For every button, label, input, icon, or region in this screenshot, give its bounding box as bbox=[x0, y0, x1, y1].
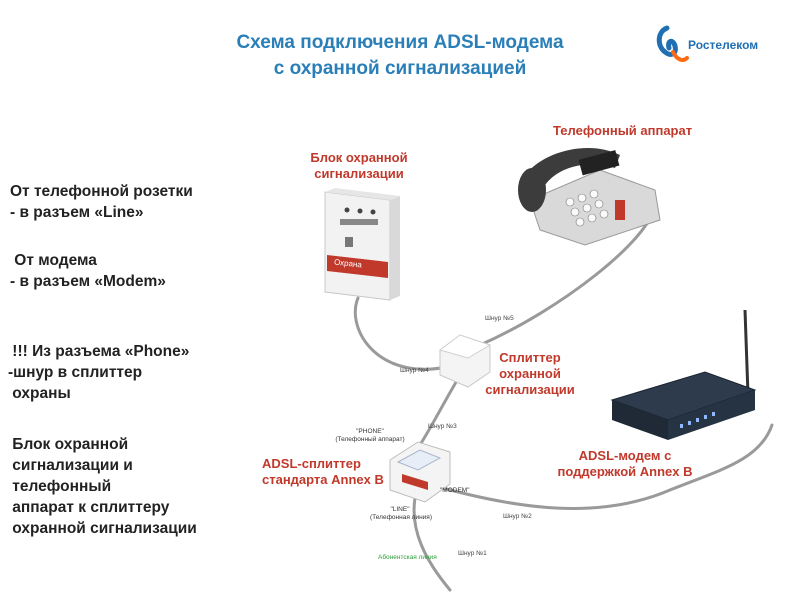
port-line-label: "LINE" (Телефонная линия) bbox=[370, 506, 432, 521]
title-line-1: Схема подключения ADSL-модема bbox=[236, 32, 564, 53]
modem-label: ADSL-модем с поддержкой Annex B bbox=[557, 448, 693, 479]
diagram-title: Схема подключения ADSL-модема с охранной… bbox=[170, 30, 630, 82]
cord-3-wire bbox=[416, 370, 464, 450]
cord-5-label: Шнур №5 bbox=[485, 315, 514, 322]
port-modem-label: "MODEM" bbox=[440, 487, 470, 494]
cord-3-label: Шнур №3 bbox=[428, 423, 457, 430]
note-alarm-block: Блок охранной сигнализации и телефонный … bbox=[12, 436, 197, 537]
cord-4-wire bbox=[353, 296, 457, 371]
alarm-block bbox=[324, 188, 400, 301]
cord-2-label: Шнур №2 bbox=[503, 513, 532, 520]
telephone bbox=[518, 147, 661, 246]
cord-1-label: Шнур №1 bbox=[458, 550, 487, 557]
title-line-2: с охранной сигнализацией bbox=[273, 58, 527, 79]
adsl-splitter bbox=[389, 441, 451, 503]
cord-2-wire bbox=[430, 423, 774, 510]
phone-label: Телефонный аппарат bbox=[553, 123, 693, 138]
subscriber-line-label: Абонентская линия bbox=[378, 554, 437, 561]
note-line-socket: От телефонной розетки - в разъем «Line» bbox=[10, 183, 193, 221]
security-splitter-label: Сплиттер охранной сигнализации bbox=[485, 350, 575, 397]
alarm-block-label: Блок охранной сигнализации bbox=[310, 150, 408, 181]
logo-text: Ростелеком bbox=[688, 38, 759, 52]
adsl-modem bbox=[610, 309, 757, 440]
cord-1-wire bbox=[412, 496, 452, 592]
rostelecom-logo-icon bbox=[656, 25, 689, 62]
note-modem: От модема - в разъем «Modem» bbox=[10, 252, 166, 290]
adsl-splitter-label: ADSL-сплиттер стандарта Annex B bbox=[262, 456, 384, 487]
note-phone-port: !!! Из разъема «Phone» -шнур в сплиттер … bbox=[8, 343, 190, 402]
security-splitter bbox=[438, 334, 492, 388]
cord-4-label: Шнур №4 bbox=[400, 367, 429, 374]
port-phone-label: "PHONE" (Телефонный аппарат) bbox=[335, 428, 405, 443]
